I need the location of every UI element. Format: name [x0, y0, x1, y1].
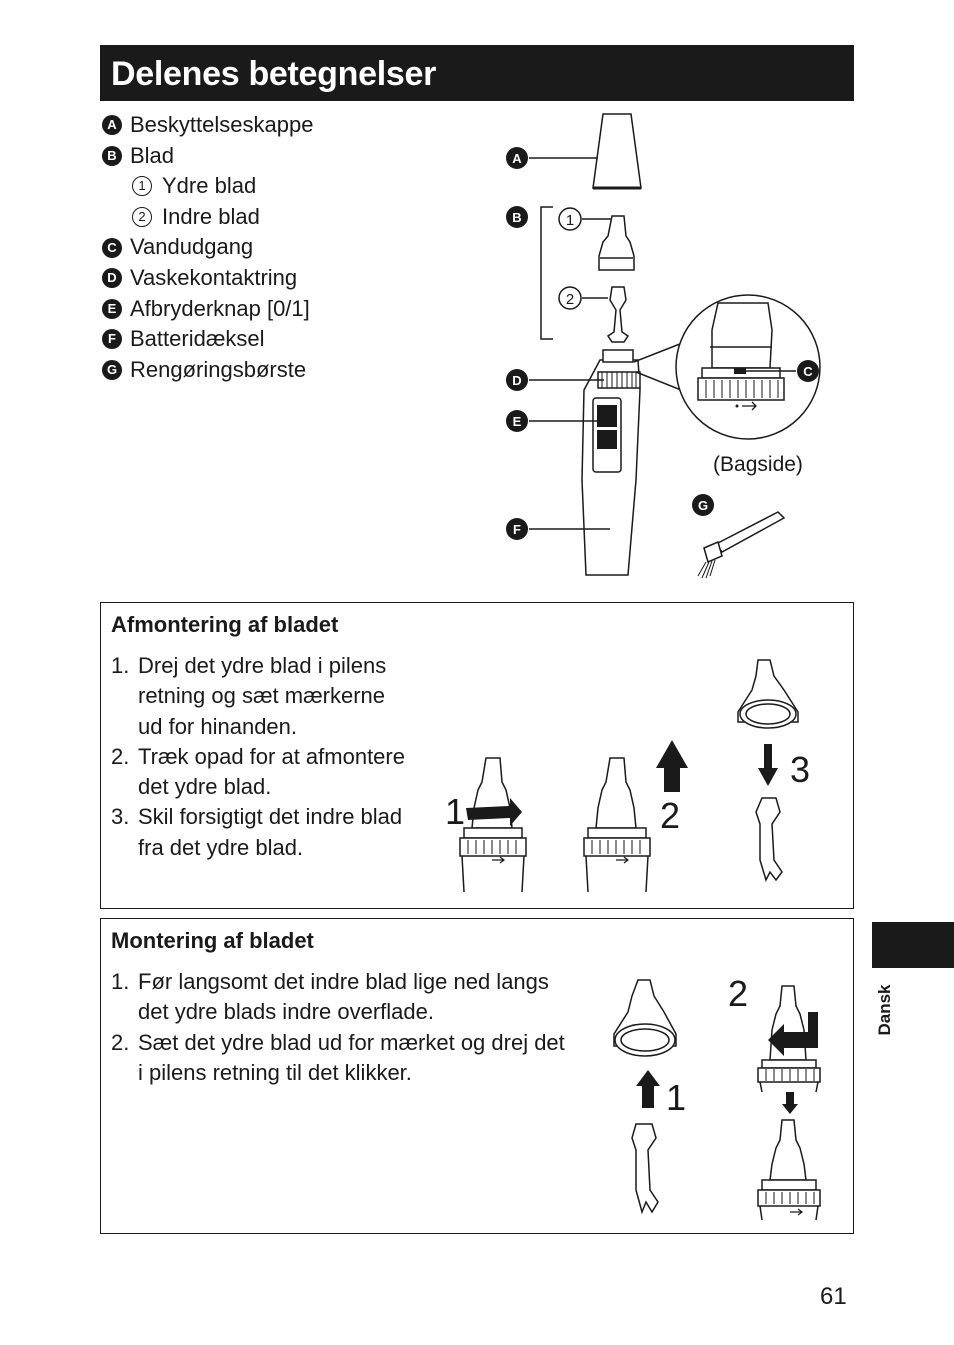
mounting-section: Montering af bladet 1. Før langsomt det i…: [100, 918, 854, 1234]
list-item: 3. Skil forsigtigt det indre blad fra det …: [111, 802, 405, 863]
step-figure-2: 2: [660, 795, 680, 836]
badge-c: C: [102, 237, 122, 258]
step-line: Før langsomt det indre blad lige ned lan…: [138, 969, 549, 994]
part-d: D Vaskekontaktring: [102, 263, 313, 294]
callout-g: G: [698, 498, 708, 513]
list-item: 2. Sæt det ydre blad ud for mærket og dre…: [111, 1028, 565, 1089]
step-number: 3.: [111, 804, 130, 830]
step-line: retning og sæt mærkerne: [138, 683, 385, 709]
callout-d: D: [512, 373, 521, 388]
part-label: Blad: [130, 142, 175, 168]
step-line: ud for hinanden.: [138, 713, 298, 739]
part-label: Batteridæksel: [130, 326, 265, 352]
step-line: det ydre blads indre overflade.: [138, 999, 434, 1025]
cleaning-brush: [714, 511, 786, 553]
step-number: 1.: [111, 653, 130, 678]
callout-e: E: [513, 414, 522, 429]
part-label: Ydre blad: [162, 173, 257, 199]
step-line: Sæt det ydre blad ud for mærket og drej …: [138, 1029, 565, 1055]
badge-d: D: [102, 268, 122, 289]
callout-f: F: [513, 522, 521, 537]
part-g: G Rengøringsbørste: [102, 355, 313, 386]
mounting-heading: Montering af bladet: [111, 928, 314, 953]
removal-heading: Afmontering af bladet: [111, 612, 339, 637]
step-figure-3: 3: [790, 749, 810, 790]
parts-list: A Beskyttelseskappe B Blad 1 Ydre blad 2 Ind…: [102, 110, 313, 385]
language-label: Dansk: [875, 984, 894, 1036]
badge-e: E: [102, 298, 122, 319]
part-label: Vaskekontaktring: [130, 264, 298, 290]
mounting-steps: 1. Før langsomt det indre blad lige ned l…: [111, 967, 565, 1088]
circled-number-1: 1: [132, 176, 152, 197]
list-item: 2. Træk opad for at afmontere det ydre bla…: [111, 742, 405, 803]
callout-a: A: [512, 151, 522, 166]
mounting-illustration: 1 2: [613, 973, 821, 1221]
part-b2: 2 Indre blad: [102, 202, 313, 233]
language-tab: [872, 922, 954, 968]
step-line: Træk opad for at afmontere: [138, 743, 405, 769]
list-item: 1. Før langsomt det indre blad lige ned l…: [111, 967, 565, 1028]
badge-a: A: [102, 115, 122, 136]
part-label: Beskyttelseskappe: [130, 112, 314, 137]
part-c: C Vandudgang: [102, 232, 313, 263]
step-line: det ydre blad.: [138, 774, 272, 800]
part-a: A Beskyttelseskappe: [102, 110, 313, 141]
removal-illustration: 1 2 3: [445, 659, 810, 893]
step-figure-1: 1: [445, 791, 465, 832]
part-label: Indre blad: [162, 203, 260, 229]
removal-steps: 1. Drej det ydre blad i pilens retning og …: [111, 651, 405, 863]
badge-b: B: [102, 145, 122, 166]
outer-blade: [598, 215, 635, 271]
step-line: fra det ydre blad.: [138, 834, 304, 860]
back-view-label: (Bagside): [713, 453, 803, 476]
circled-number-2: 2: [132, 207, 152, 228]
part-e: E Afbryderknap [0/1]: [102, 294, 313, 325]
step-line: i pilens retning til det klikker.: [138, 1059, 412, 1085]
badge-f: F: [102, 329, 122, 350]
part-b1: 1 Ydre blad: [102, 171, 313, 202]
removal-section: Afmontering af bladet 1. Drej det ydre bl…: [100, 602, 854, 909]
callout-2: 2: [566, 291, 574, 308]
step-figure-2: 2: [728, 973, 748, 1014]
parts-diagram: A B 1 2 D E F C (Bagside) G: [506, 113, 821, 579]
badge-g: G: [102, 360, 122, 381]
part-f: F Batteridæksel: [102, 324, 313, 355]
step-line: Drej det ydre blad i pilens: [138, 653, 387, 678]
callout-1: 1: [566, 212, 574, 229]
page-title: Delenes betegnelser: [100, 45, 854, 101]
part-label: Vandudgang: [130, 234, 254, 260]
list-item: 1. Drej det ydre blad i pilens retning og …: [111, 651, 405, 742]
part-label: Rengøringsbørste: [130, 356, 307, 382]
step-line: Skil forsigtigt det indre blad: [138, 804, 403, 830]
callout-b: B: [512, 210, 521, 225]
part-label: Afbryderknap [0/1]: [130, 295, 310, 321]
step-number: 1.: [111, 969, 130, 994]
callout-c: C: [803, 364, 813, 379]
step-figure-1: 1: [666, 1077, 686, 1118]
step-number: 2.: [111, 743, 130, 769]
step-number: 2.: [111, 1029, 130, 1055]
page-number: 61: [820, 1283, 847, 1310]
inner-blade: [606, 286, 630, 343]
protective-cap: [592, 113, 642, 189]
part-b: B Blad: [102, 141, 313, 172]
